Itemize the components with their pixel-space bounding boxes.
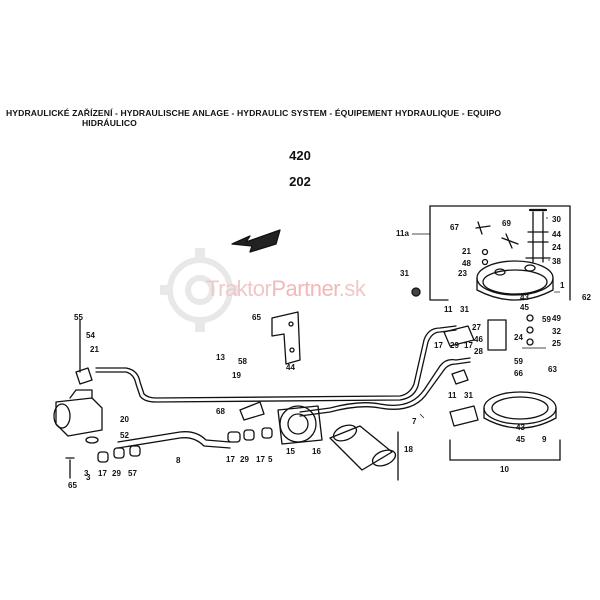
title-line-2: HIDRÁULICO bbox=[82, 118, 137, 128]
pressure-line-7 bbox=[299, 357, 471, 413]
part-number-label: 65 bbox=[68, 481, 77, 490]
bracket-65 bbox=[271, 311, 301, 365]
part-number-label: 9 bbox=[542, 435, 547, 444]
filter-16 bbox=[329, 424, 397, 471]
coupling-left bbox=[227, 431, 241, 443]
direction-arrow-icon bbox=[231, 229, 281, 253]
fitting-11-lower bbox=[449, 405, 479, 427]
plate-assembly bbox=[476, 260, 554, 296]
part-number-label: 29 bbox=[112, 469, 121, 478]
watermark-gear-logo bbox=[160, 248, 240, 332]
part-number-label: 17 bbox=[226, 455, 235, 464]
part-number-label: 57 bbox=[128, 469, 137, 478]
part-number-label: 48 bbox=[462, 259, 471, 268]
part-number-label: 25 bbox=[552, 339, 561, 348]
part-number-label: 30 bbox=[552, 215, 561, 224]
part-number-label: 31 bbox=[460, 305, 469, 314]
part-number-label: 54 bbox=[86, 331, 95, 340]
part-number-label: 66 bbox=[514, 369, 523, 378]
part-number-label: 44 bbox=[552, 230, 561, 239]
part-number-label: 17 bbox=[256, 455, 265, 464]
part-number-label: 45 bbox=[516, 435, 525, 444]
part-number-label: 17 bbox=[434, 341, 443, 350]
part-number-label: 55 bbox=[74, 313, 83, 322]
part-number-label: 69 bbox=[502, 219, 511, 228]
part-number-label: 19 bbox=[232, 371, 241, 380]
part-number-label: 15 bbox=[286, 447, 295, 456]
return-line-13 bbox=[95, 329, 457, 403]
part-number-label: 58 bbox=[238, 357, 247, 366]
part-number-label: 21 bbox=[90, 345, 99, 354]
part-number-label: 63 bbox=[548, 365, 557, 374]
part-number-label: 3 bbox=[86, 473, 91, 482]
part-number-label: 3 bbox=[84, 469, 89, 478]
part-number-label: 68 bbox=[216, 407, 225, 416]
part-number-label: 65 bbox=[252, 313, 261, 322]
part-number-label: 45 bbox=[520, 303, 529, 312]
part-number-label: 31 bbox=[400, 269, 409, 278]
part-number-label: 18 bbox=[404, 445, 413, 454]
part-number-label: 31 bbox=[464, 391, 473, 400]
part-number-label: 29 bbox=[240, 455, 249, 464]
part-number-label: 13 bbox=[216, 353, 225, 362]
part-number-label: 46 bbox=[474, 335, 483, 344]
part-number-label: 23 bbox=[458, 269, 467, 278]
part-number-label: 24 bbox=[552, 243, 561, 252]
line-8 bbox=[117, 431, 231, 443]
bolt-31 bbox=[411, 287, 421, 297]
watermark-text: TraktorPartner.sk bbox=[206, 276, 366, 301]
part-number-label: 20 bbox=[120, 415, 129, 424]
model-code-1: 420 bbox=[289, 148, 311, 163]
part-number-label: 32 bbox=[552, 327, 561, 336]
part-number-label: 10 bbox=[500, 465, 509, 474]
part-number-label: 11 bbox=[444, 305, 453, 314]
part-number-label: 28 bbox=[474, 347, 483, 356]
part-number-label: 11 bbox=[448, 391, 457, 400]
fitting-11 bbox=[443, 325, 475, 347]
part-number-label: 17 bbox=[464, 341, 473, 350]
title-line-1: HYDRAULICKÉ ZAŘÍZENÍ - HYDRAULISCHE ANLA… bbox=[6, 108, 502, 118]
part-number-label: 7 bbox=[412, 417, 417, 426]
part-number-label: 5 bbox=[268, 455, 273, 464]
part-number-label: 59 bbox=[542, 315, 551, 324]
bracket-box-11a bbox=[429, 205, 449, 301]
part-number-label: 43 bbox=[520, 293, 529, 302]
part-number-label: 21 bbox=[462, 247, 471, 256]
diagram-title: HYDRAULICKÉ ZAŘÍZENÍ - HYDRAULISCHE ANLA… bbox=[6, 108, 598, 128]
part-number-label: 62 bbox=[582, 293, 591, 302]
fitting-67 bbox=[475, 221, 491, 235]
part-number-label: 16 bbox=[312, 447, 321, 456]
part-number-label: 44 bbox=[286, 363, 295, 372]
part-number-label: 67 bbox=[450, 223, 459, 232]
part-number-label: 43 bbox=[516, 423, 525, 432]
model-code-2: 202 bbox=[289, 174, 311, 189]
part-number-label: 8 bbox=[176, 456, 181, 465]
part-number-label: 29 bbox=[450, 341, 459, 350]
part-number-label: 49 bbox=[552, 314, 561, 323]
part-number-label: 24 bbox=[514, 333, 523, 342]
filter-head-15 bbox=[279, 405, 317, 443]
part-number-label: 11a bbox=[396, 229, 409, 238]
part-number-label: 17 bbox=[98, 469, 107, 478]
part-number-label: 27 bbox=[472, 323, 481, 332]
fitting-69 bbox=[501, 233, 519, 249]
fitting-68 bbox=[239, 401, 265, 421]
part-number-label: 1 bbox=[560, 281, 565, 290]
part-number-label: 38 bbox=[552, 257, 561, 266]
shaft bbox=[532, 211, 544, 263]
part-number-label: 59 bbox=[514, 357, 523, 366]
part-number-label: 52 bbox=[120, 431, 129, 440]
valve-27 bbox=[487, 319, 507, 351]
